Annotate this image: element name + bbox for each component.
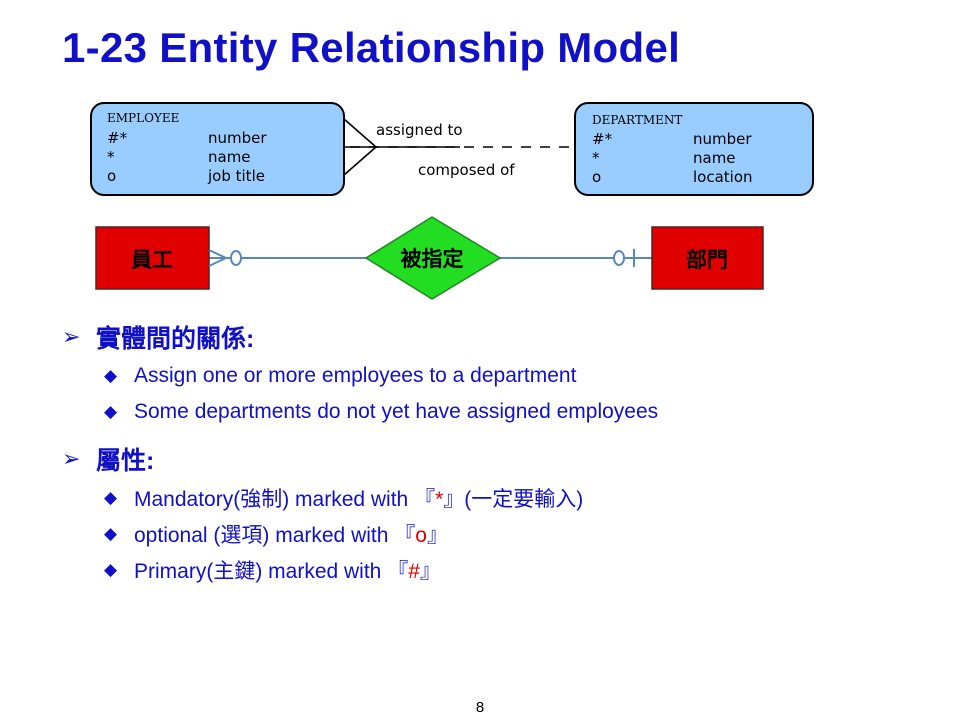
attribute-name: job title (207, 167, 265, 185)
text-segment: optional (選項) marked with 『 (134, 524, 416, 547)
bullet-item: ◆ Primary(主鍵) marked with 『#』 (104, 552, 922, 588)
text-segment: Assign one or more employees to a depart… (134, 364, 577, 387)
many-optional-marker (208, 249, 242, 267)
bullet-item-text: Assign one or more employees to a depart… (134, 364, 576, 388)
attribute-marker: * (107, 148, 115, 166)
diamond-bullet-icon: ◆ (104, 524, 118, 543)
bullet-list: ➢ 實體間的關係: ◆ Assign one or more employees to… (62, 316, 922, 588)
bullet-item: ◆ Mandatory(強制) marked with 『*』(一定要輸入) (104, 480, 922, 516)
bullet-item-text: optional (選項) marked with 『o』 (134, 519, 448, 549)
symbol-highlight: * (435, 488, 444, 511)
attribute-marker: o (592, 168, 601, 186)
er-left-entity-label: 員工 (130, 248, 173, 272)
slide-title: 1-23 Entity Relationship Model (62, 24, 681, 71)
bullet-heading: ➢ 屬性: (62, 438, 922, 480)
employee-attributes: #* number * name o job title (107, 129, 267, 185)
text-segment: Mandatory(強制) marked with 『 (134, 488, 436, 511)
one-optional-marker (613, 249, 635, 267)
bullet-item: ◆ Some departments do not yet have assign… (104, 394, 922, 430)
department-entity-box (574, 102, 814, 196)
er-right-entity-box (651, 226, 764, 290)
relationship-label-bottom: composed of (418, 161, 515, 179)
diamond-bullet-icon: ◆ (104, 488, 118, 507)
bullet-item-text: Mandatory(強制) marked with 『*』(一定要輸入) (134, 483, 583, 513)
department-attributes: #* number * name o location (592, 130, 753, 186)
er-left-entity-box (95, 226, 210, 290)
text-segment: 』 (419, 560, 441, 583)
bullet-item-text: Primary(主鍵) marked with 『#』 (134, 555, 441, 585)
page-number: 8 (475, 699, 485, 716)
symbol-highlight: o (415, 524, 427, 547)
arrow-bullet-icon: ➢ (62, 446, 81, 471)
arrow-bullet-icon: ➢ (62, 324, 81, 349)
bullet-item-text: Some departments do not yet have assigne… (134, 400, 658, 424)
attribute-marker: * (592, 149, 600, 167)
attribute-name: number (693, 130, 752, 148)
diamond-bullet-icon: ◆ (104, 402, 118, 421)
attribute-marker: o (107, 167, 116, 185)
attribute-marker: #* (107, 129, 128, 147)
diamond-bullet-icon: ◆ (104, 366, 118, 385)
text-segment: 』 (426, 524, 448, 547)
bullet-heading-text: 屬性: (96, 447, 155, 475)
text-segment: Some departments do not yet have assigne… (134, 400, 659, 423)
attribute-marker: #* (592, 130, 613, 148)
relationship-label-top: assigned to (376, 121, 463, 139)
er-right-entity-label: 部門 (686, 248, 728, 272)
text-segment: Primary(主鍵) marked with 『 (134, 560, 409, 583)
attribute-name: name (208, 148, 251, 166)
bullet-item: ◆ Assign one or more employees to a depar… (104, 358, 922, 394)
employee-entity-box (90, 102, 345, 196)
er-relationship-label: 被指定 (401, 247, 464, 271)
bullet-heading: ➢ 實體間的關係: (62, 316, 922, 358)
er-relationship-diamond (364, 216, 502, 300)
employee-entity-name: EMPLOYEE (107, 111, 179, 125)
bullet-heading-text: 實體間的關係: (96, 325, 255, 353)
attribute-name: number (208, 129, 267, 147)
bullet-item: ◆ optional (選項) marked with 『o』 (104, 516, 922, 552)
diamond-bullet-icon: ◆ (104, 560, 118, 579)
attribute-name: location (693, 168, 753, 186)
attribute-name: name (693, 149, 736, 167)
text-segment: 』(一定要輸入) (443, 488, 584, 511)
department-entity-name: DEPARTMENT (592, 113, 682, 127)
symbol-highlight: # (408, 560, 420, 583)
